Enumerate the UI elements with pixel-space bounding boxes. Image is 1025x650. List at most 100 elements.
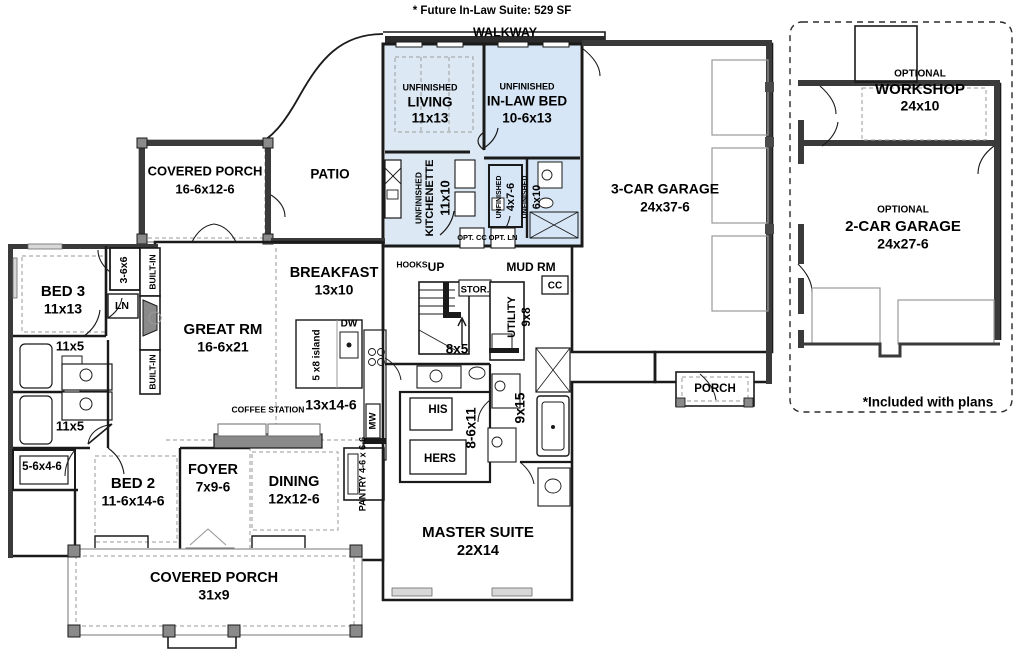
living-dim: 11x13 [412, 111, 449, 126]
bporch-col-s2 [227, 624, 241, 638]
master-wing-walls [381, 242, 657, 602]
ln-label: LN [115, 300, 129, 312]
powder-dim: 8x5 [446, 342, 469, 357]
master-tub-drain [551, 425, 555, 429]
garage-dim: 24x37-6 [640, 200, 690, 215]
burner-1 [368, 348, 376, 356]
dining-name: DINING [269, 474, 320, 490]
opt-cc-label: OPT. CC [457, 233, 487, 242]
walkway-group [249, 31, 606, 149]
covered-porch-top-dim: 16-6x12-6 [175, 181, 234, 196]
suite-window-1 [395, 41, 423, 48]
bporch-col-ne [349, 544, 363, 558]
hooks-label: HOOKS [396, 259, 428, 269]
burner-3 [368, 358, 376, 366]
suite-shower-x2 [529, 211, 579, 239]
kitchen-dim: 13x14-6 [305, 397, 357, 413]
master-bath-sink-2 [491, 436, 503, 448]
island-sink-drain [346, 342, 352, 348]
patio-door-arc [270, 194, 286, 218]
kitchenette-counter [384, 159, 402, 219]
builtin-top-label: BUILT-IN [147, 254, 157, 289]
kitchenette-range-x2 [384, 167, 402, 185]
foyer-name: FOYER [188, 462, 238, 478]
dining-dim: 12x12-6 [268, 491, 320, 507]
garage-porch-col-2 [743, 397, 754, 408]
workshop-dim: 24x10 [901, 98, 940, 114]
coffee-station-label: COFFEE STATION [232, 404, 305, 414]
cc-closet [541, 275, 569, 295]
garage-porch-label: PORCH [694, 383, 736, 395]
pantry-shelf [347, 453, 359, 495]
suite-bath-toilet [538, 197, 554, 209]
kitchenette-cab-1 [454, 159, 476, 189]
stair-rail [443, 282, 449, 318]
garage-wall-e [766, 44, 772, 384]
optional-wall-w2 [798, 224, 804, 264]
porch-door-arc-2 [213, 223, 237, 243]
suite-door-arc-2 [483, 127, 499, 149]
bed2-dim: 11-6x14-6 [101, 493, 164, 509]
garage-wall-n [582, 40, 772, 46]
storage-label: STOR. [461, 285, 490, 296]
master-tub-inner [541, 401, 565, 451]
master-bath-vanity-2 [487, 427, 517, 463]
future-suite-note: * Future In-Law Suite: 529 SF [413, 5, 571, 17]
great-room-dim: 16-6x21 [197, 339, 249, 355]
bed2-door-arc [107, 447, 125, 475]
builtin-bottom-box [139, 349, 161, 395]
optional-panel-border [789, 21, 1013, 413]
optional-garage-door-arc [977, 145, 995, 175]
laundry-door-arc [107, 297, 123, 319]
living-tray-dashed [394, 56, 474, 133]
powder-door-arc [384, 357, 402, 381]
master-bath-dim: 9x15 [512, 392, 528, 423]
master-closet-dim: 8-6x11 [464, 407, 479, 449]
closet-564-label: 5-6x4-6 [22, 461, 62, 473]
suite-small-bath-outline [488, 164, 523, 228]
bath-door-arc-2 [87, 423, 113, 445]
closet-36x6-door [97, 249, 111, 273]
bporch-notch-2 [251, 535, 306, 548]
garage-bay-1 [711, 59, 769, 136]
master-bath-sink-1 [494, 380, 506, 392]
master-shower-x2 [535, 347, 571, 393]
inlaw-bed-dim: 10-6x13 [502, 111, 552, 126]
garage-bay-3 [711, 235, 769, 312]
burner-4 [377, 358, 385, 366]
covered-porch-bottom-outline [67, 548, 363, 636]
coffee-cab-1 [217, 423, 267, 437]
house-wall-w [8, 244, 13, 558]
stair-landing-rail [443, 312, 461, 318]
mud-room-label: MUD RM [506, 260, 555, 274]
hers-closet [409, 439, 467, 475]
builtin-bottom-label: BUILT-IN [147, 354, 157, 389]
living-tag: UNFINISHED [402, 82, 458, 92]
fireplace-hearth [142, 299, 158, 337]
house-wall-n-left [8, 244, 158, 249]
suite-window-2 [436, 41, 464, 48]
master-wing-outline [381, 242, 657, 602]
covered-porch-bottom-dashed [75, 555, 355, 627]
porch-step [167, 637, 237, 649]
burner-2 [377, 348, 385, 356]
suite-door-arc-1 [477, 131, 485, 151]
workshop-tag: OPTIONAL [894, 69, 946, 80]
utility-counter [489, 348, 519, 353]
kitchen-counter-end [364, 438, 386, 444]
bporch-col-se [349, 624, 363, 638]
inlaw-bed-name: IN-LAW BED [487, 94, 567, 109]
stair-up-arrow [457, 316, 467, 345]
main-house-walls [8, 240, 387, 562]
master-wc-toilet [544, 478, 562, 494]
kitchenette-cab-2 [454, 191, 476, 217]
pantry-label: PANTRY 4-6 x 6-6 [357, 437, 367, 511]
porch-top-wall-e [265, 140, 271, 242]
coffee-cab-2 [267, 423, 321, 437]
closet-36x6-label: 3-6x6 [118, 256, 130, 283]
powder-toilet [468, 366, 486, 380]
garage-bay-2 [711, 147, 769, 224]
bporch-col-nw [67, 544, 81, 558]
optional-wall-w3 [798, 278, 804, 314]
